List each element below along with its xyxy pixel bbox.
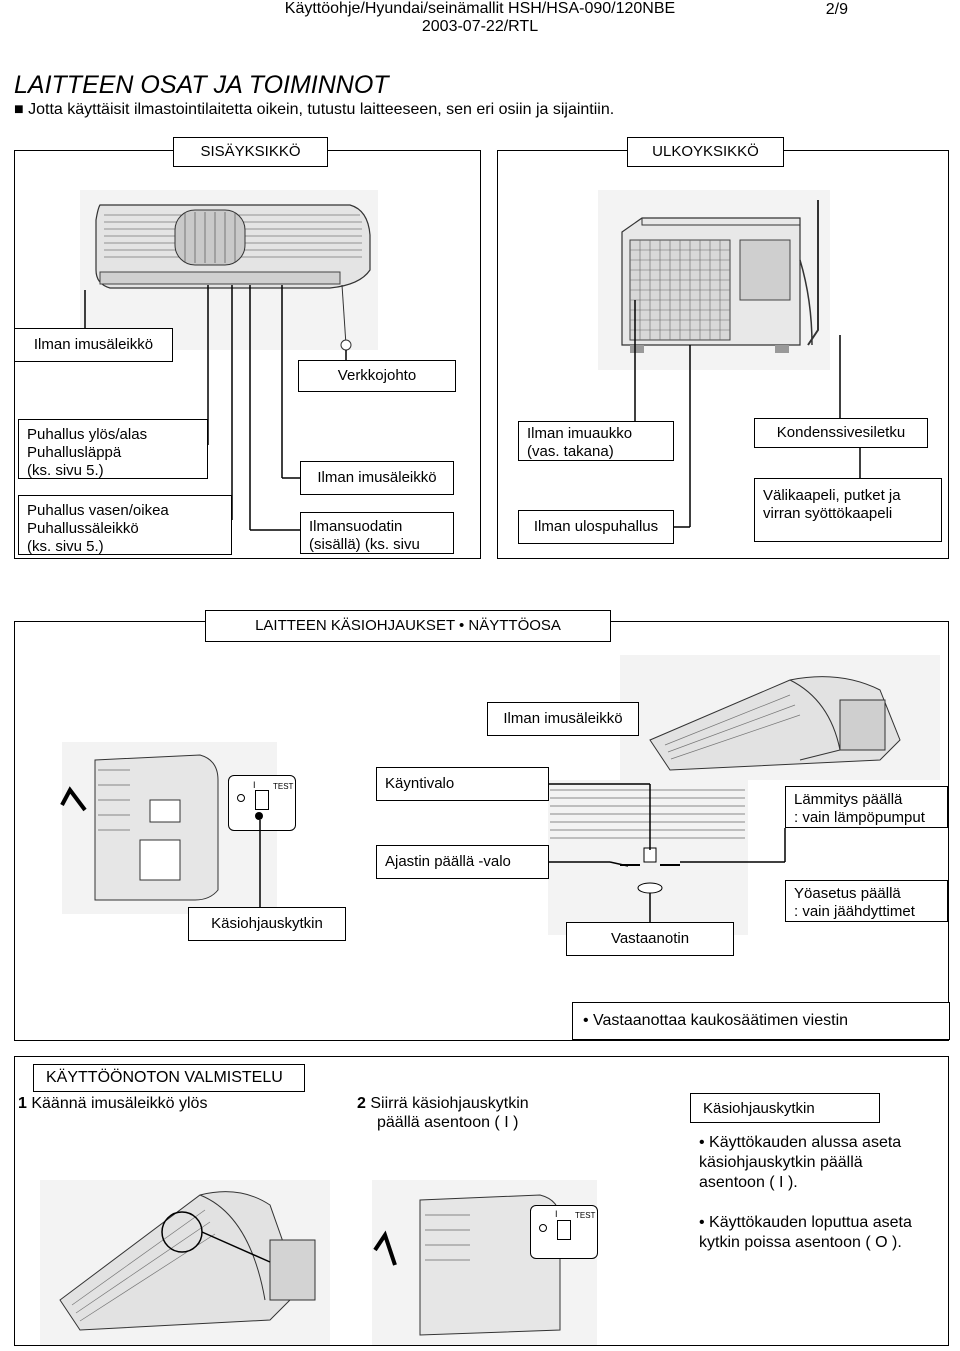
label-air-outlet: Ilman ulospuhallus <box>518 510 674 544</box>
intro-line: ■ Jotta käyttäisit ilmastointilaitetta o… <box>14 100 614 120</box>
label-run-light: Käyntivalo <box>376 767 549 801</box>
bullet2-line2: kytkin poissa asentoon ( O ). <box>699 1234 902 1251</box>
label-intake-grille-2: Ilman imusäleikkö <box>300 461 454 495</box>
label-cables: Välikaapeli, putket ja virran syöttökaap… <box>754 478 942 542</box>
section-title: LAITTEEN OSAT JA TOIMINNOT <box>14 71 389 99</box>
step2-indicator-icon <box>539 1224 547 1232</box>
header-doc-title: Käyttöohje/Hyundai/seinämallit HSH/HSA-0… <box>284 0 676 17</box>
bullet1-line3: asentoon ( I ). <box>699 1174 798 1191</box>
step2-on-mark: I <box>555 1209 558 1219</box>
step2-switch-toggle[interactable] <box>557 1220 571 1240</box>
label-manual-switch: Käsiohjauskytkin <box>188 907 346 941</box>
updown-line3: (ks. sivu 5.) <box>27 462 104 479</box>
inlet-line1: Ilman imuaukko <box>527 425 633 442</box>
step2-line: 2 Siirrä käsiohjauskytkin <box>357 1094 529 1114</box>
label-air-inlet: Ilman imuaukko (vas. takana) <box>518 421 674 461</box>
step1-text: Käännä imusäleikkö ylös <box>31 1095 208 1112</box>
leftright-line3: (ks. sivu 5.) <box>27 538 104 555</box>
step2-text-a: Siirrä käsiohjauskytkin <box>370 1095 529 1112</box>
night-line1: Yöasetus päällä <box>794 885 901 902</box>
label-receiver: Vastaanotin <box>566 922 734 956</box>
leftright-line2: Puhallussäleikkö <box>27 520 139 537</box>
label-power-cord: Verkkojohto <box>298 360 456 392</box>
label-air-intake-grille-mid: Ilman imusäleikkö <box>487 702 639 736</box>
heating-line1: Lämmitys päällä <box>794 791 903 808</box>
prep-title: KÄYTTÖÖNOTON VALMISTELU <box>33 1064 305 1092</box>
page-number: 2/9 <box>825 1 848 18</box>
step1-line: 1 Käännä imusäleikkö ylös <box>18 1094 207 1114</box>
label-heating: Lämmitys päällä : vain lämpöpumput <box>785 786 948 828</box>
leftright-line1: Puhallus vasen/oikea <box>27 502 169 519</box>
switch-dot-icon <box>255 812 263 820</box>
step2-test-label: TEST <box>575 1211 596 1220</box>
label-air-intake-grille: Ilman imusäleikkö <box>14 328 173 362</box>
intro-text: Jotta käyttäisit ilmastointilaitetta oik… <box>28 101 615 118</box>
bullet-season-end: • Käyttökauden loputtua aseta kytkin poi… <box>699 1213 912 1253</box>
cables-line2: virran syöttökaapeli <box>763 505 893 522</box>
cables-line1: Välikaapeli, putket ja <box>763 487 901 504</box>
outdoor-title: ULKOYKSIKKÖ <box>627 137 784 167</box>
bullet1-line2: käsiohjauskytkin päällä <box>699 1154 863 1171</box>
heating-line2: : vain lämpöpumput <box>794 809 925 826</box>
controls-title: LAITTEEN KÄSIOHJAUKSET • NÄYTTÖOSA <box>205 610 611 642</box>
header-date: 2003-07-22/RTL <box>421 18 539 35</box>
bullet-square-icon: ■ <box>14 101 24 118</box>
panel-test-label: TEST <box>273 782 294 791</box>
label-updown-flap: Puhallus ylös/alas Puhallusläppä (ks. si… <box>18 419 208 479</box>
bullet-season-start: • Käyttökauden alussa aseta käsiohjausky… <box>699 1133 901 1193</box>
bullet2-line1: • Käyttökauden loputtua aseta <box>699 1214 912 1231</box>
step2-number: 2 <box>357 1095 366 1112</box>
step2-switch-panel: I TEST <box>530 1205 598 1259</box>
switch-title: Käsiohjauskytkin <box>690 1093 880 1123</box>
night-line2: : vain jäähdyttimet <box>794 903 915 920</box>
prep-frame <box>14 1056 949 1346</box>
label-receiver-note: • Vastaanottaa kaukosäätimen viestin <box>572 1002 950 1040</box>
step1-number: 1 <box>18 1095 27 1112</box>
step2-text-b: päällä asentoon ( I ) <box>377 1114 519 1131</box>
label-air-filter: Ilmansuodatin (sisällä) (ks. sivu <box>300 512 454 554</box>
label-night: Yöasetus päällä : vain jäähdyttimet <box>785 880 948 922</box>
inlet-line2: (vas. takana) <box>527 443 614 460</box>
label-leftright-louver: Puhallus vasen/oikea Puhallussäleikkö (k… <box>18 495 232 555</box>
manual-switch-panel: I TEST <box>228 775 296 831</box>
bullet1-line1: • Käyttökauden alussa aseta <box>699 1134 902 1151</box>
filter-line2: (sisällä) (ks. sivu <box>309 536 420 553</box>
label-timer-light: Ajastin päällä -valo <box>376 845 549 879</box>
filter-line1: Ilmansuodatin <box>309 518 403 535</box>
panel-indicator-icon <box>237 794 245 802</box>
panel-on-mark: I <box>253 780 256 790</box>
label-drain-hose: Kondenssivesiletku <box>754 418 928 448</box>
updown-line2: Puhallusläppä <box>27 444 122 461</box>
indoor-title: SISÄYKSIKKÖ <box>173 137 328 167</box>
updown-line1: Puhallus ylös/alas <box>27 426 148 443</box>
manual-switch-toggle[interactable] <box>255 790 269 810</box>
